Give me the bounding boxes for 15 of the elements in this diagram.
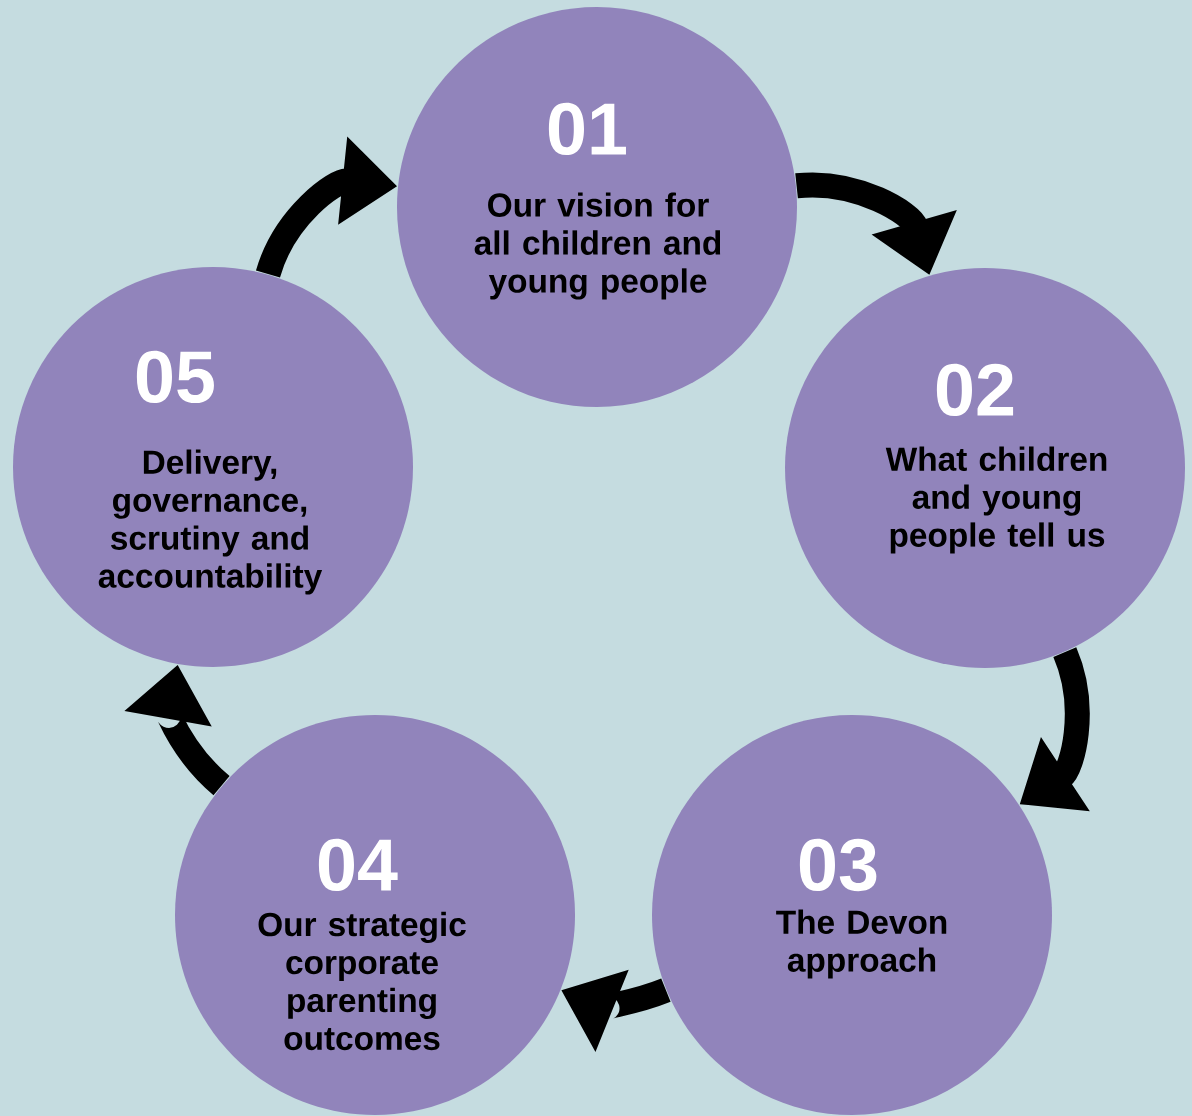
step-label: The Devon approach	[776, 909, 947, 979]
step-circle	[13, 267, 413, 667]
step-circle	[785, 268, 1185, 668]
step-number: 02	[936, 363, 1014, 417]
step-label: What children and young people tell us	[885, 446, 1107, 554]
step-circle	[175, 715, 575, 1115]
step-label: Delivery, governance, scrutiny and accountability	[98, 449, 323, 595]
step-number: 01	[548, 102, 626, 156]
step-circle	[652, 715, 1052, 1115]
step-number: 04	[318, 838, 398, 892]
step-circle	[397, 7, 797, 407]
step-number: 03	[799, 838, 877, 892]
step-label: Our strategic corporate parenting outcomes	[258, 911, 466, 1051]
step-label: Our vision for all children and young people	[474, 192, 721, 300]
step-number: 05	[136, 350, 214, 404]
